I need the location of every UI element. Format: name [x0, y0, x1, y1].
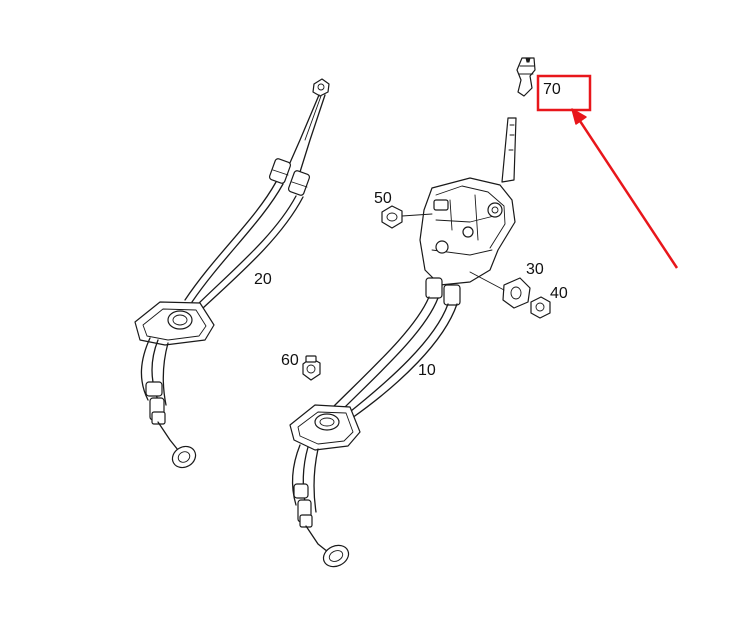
part-label-40: 40	[550, 285, 568, 302]
part-label-10: 10	[418, 362, 436, 379]
cable-assembly-10[interactable]	[289, 277, 461, 571]
highlight-arrow	[571, 108, 679, 269]
part-label-60: 60	[281, 352, 299, 369]
part-label-50: 50	[374, 190, 392, 207]
part-40-nut[interactable]	[530, 296, 551, 319]
part-label-70: 70	[543, 81, 561, 98]
cable-assembly-20[interactable]	[134, 78, 330, 472]
part-30-clip[interactable]	[469, 271, 531, 309]
part-50-nut[interactable]	[381, 205, 433, 229]
highlight-box	[536, 74, 592, 112]
part-label-30: 30	[526, 261, 544, 278]
shifter-housing[interactable]	[419, 117, 517, 286]
part-label-20: 20	[254, 271, 272, 288]
part-60-nut[interactable]	[302, 355, 321, 381]
part-70-fitting[interactable]	[516, 57, 536, 97]
